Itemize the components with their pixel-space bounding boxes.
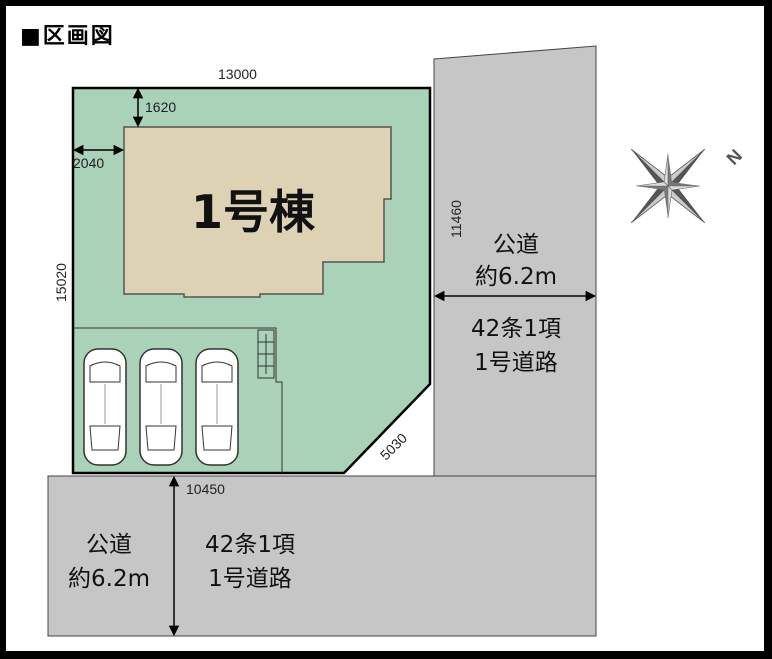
- dim-setback-top: 1620: [145, 99, 176, 115]
- east-road-line4: 1号道路: [474, 350, 558, 376]
- dim-bottom: 10450: [186, 481, 225, 497]
- parked-car: [139, 348, 183, 466]
- building-footprint: [123, 126, 392, 298]
- south-road-line2: 約6.2m: [68, 566, 150, 592]
- south-road-line4: 1号道路: [208, 566, 292, 592]
- south-road: [47, 475, 597, 637]
- compass-rose-icon: N: [630, 145, 746, 224]
- dim-top: 13000: [218, 66, 257, 82]
- building-label: 1号棟: [191, 185, 316, 239]
- south-road-line1: 公道: [86, 532, 132, 558]
- east-road-line3: 42条1項: [471, 316, 561, 342]
- south-road-line3: 42条1項: [205, 532, 295, 558]
- site-plan-frame: ■区画図: [6, 6, 764, 651]
- parked-car: [195, 348, 239, 466]
- entrance-stairs: [257, 329, 275, 379]
- dim-setback-left: 2040: [73, 155, 104, 171]
- parked-car: [83, 348, 127, 466]
- parking-boundary: [73, 327, 283, 473]
- east-road-line2: 約6.2m: [475, 264, 557, 290]
- site-plan-diagram: 13000 1620 2040 15020 11460 5030 10450 1…: [47, 45, 746, 637]
- compass-north-label: N: [723, 145, 746, 168]
- east-road-line1: 公道: [493, 232, 539, 258]
- dim-right: 11460: [448, 200, 464, 238]
- dim-left: 15020: [53, 263, 69, 302]
- page-title: ■区画図: [20, 24, 115, 49]
